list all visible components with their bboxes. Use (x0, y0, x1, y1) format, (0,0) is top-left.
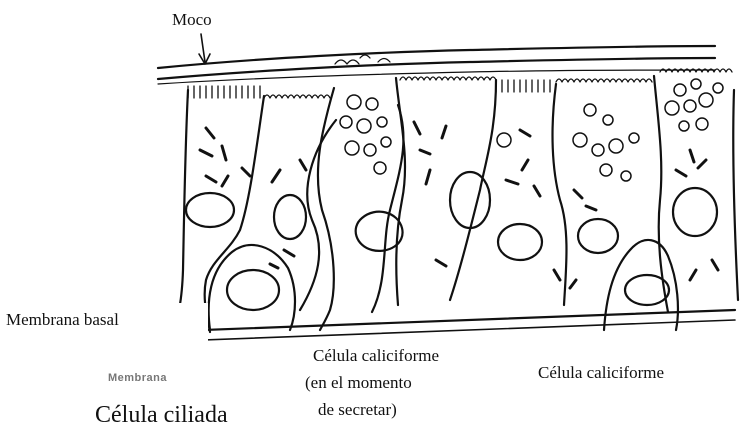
label-membrana-basal: Membrana basal (6, 310, 119, 330)
cilia (188, 69, 732, 98)
cell-outlines (172, 76, 738, 332)
label-goblet-secreting-line2: (en el momento (305, 373, 412, 393)
faded-membrane-fragment: Membrana (108, 372, 167, 384)
label-moco: Moco (172, 10, 212, 30)
basal-cell-left (209, 245, 295, 330)
label-ciliated-cell: Célula ciliada (95, 402, 228, 430)
moco-pointer (199, 34, 210, 64)
label-goblet-secreting-line1: Célula caliciforme (313, 346, 439, 366)
basement-membrane (150, 310, 735, 342)
label-goblet-secreting-line3: de secretar) (318, 400, 397, 420)
nuclei (186, 172, 717, 310)
label-goblet-cell: Célula caliciforme (538, 363, 664, 383)
goblet-cell-outline (300, 105, 403, 312)
